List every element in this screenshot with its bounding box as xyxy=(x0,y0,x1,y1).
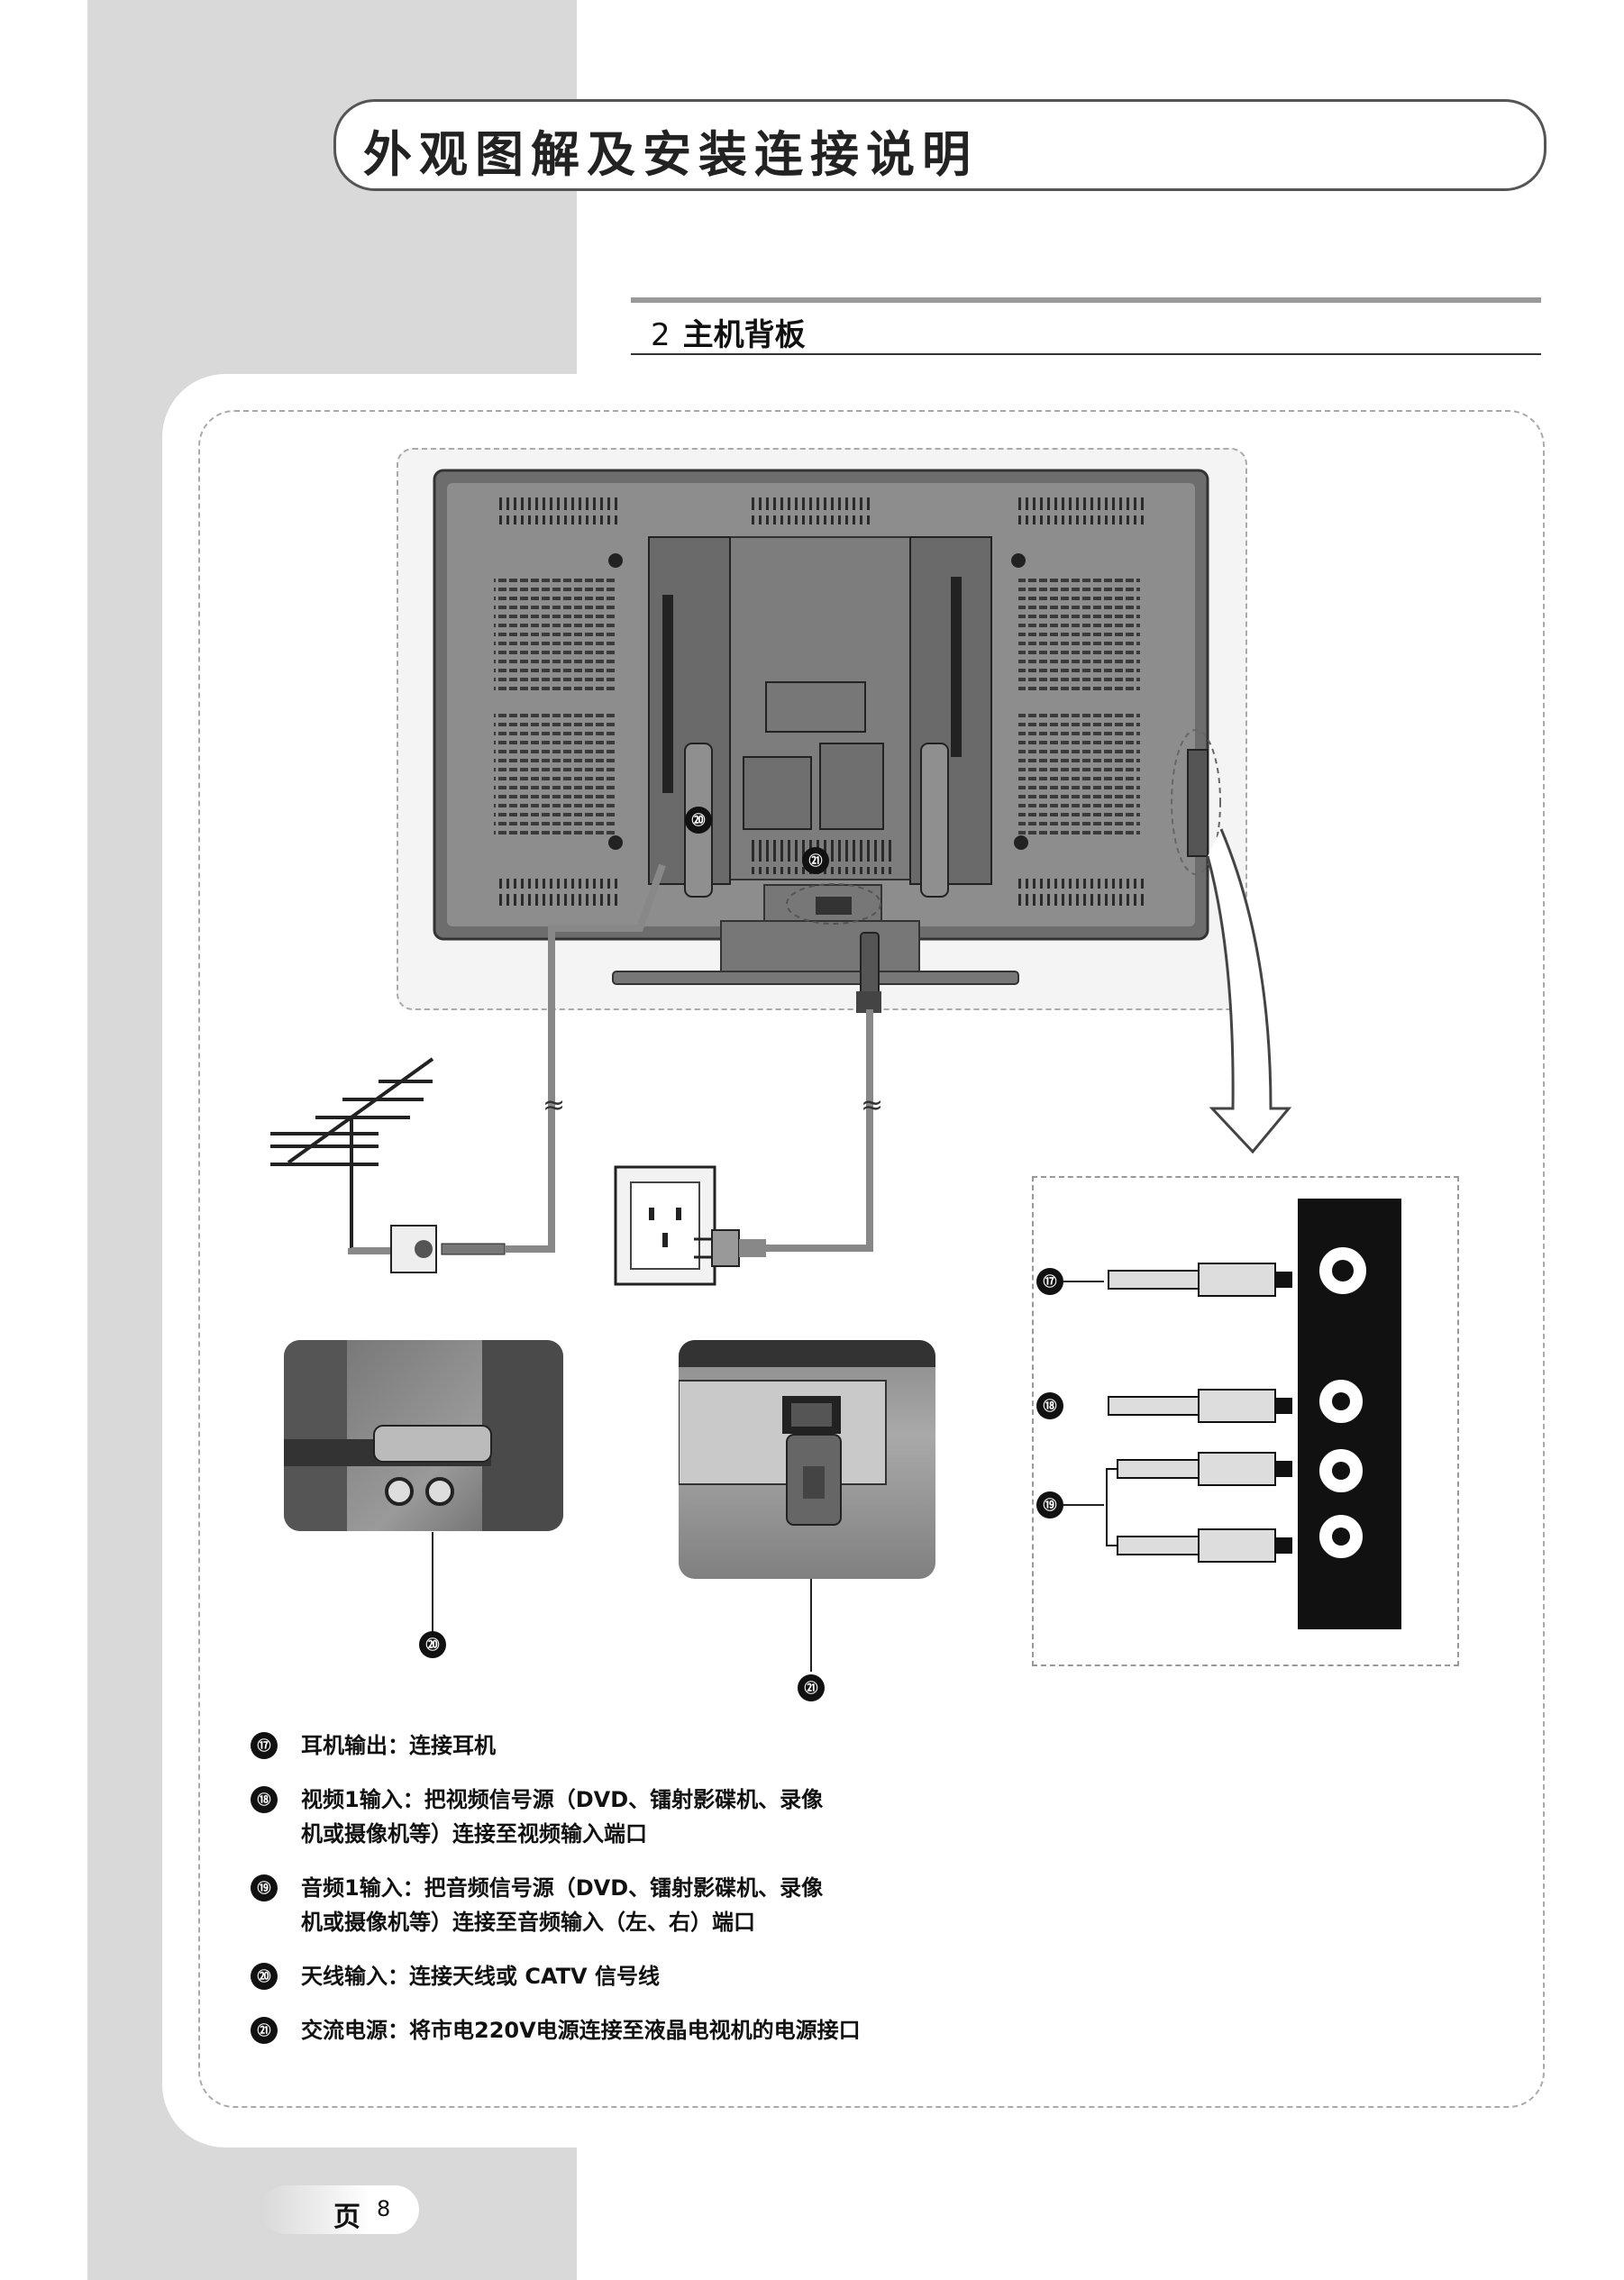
antenna-icon xyxy=(270,1057,434,1248)
item-number: ⑱ xyxy=(251,1786,278,1813)
list-item: ⑰ 耳机输出：连接耳机 xyxy=(251,1728,972,1763)
tv-body xyxy=(433,469,1221,1013)
section-rule-top xyxy=(631,297,1541,303)
side-panel-arrow xyxy=(1206,828,1292,1154)
side-jack-panel xyxy=(1298,1199,1401,1629)
side-panel-dashed-frame xyxy=(1032,1176,1459,1666)
content-dashed-frame xyxy=(198,410,1545,2108)
item-number: ⑳ xyxy=(251,1963,278,1990)
callout-20-tv: ⑳ xyxy=(685,807,712,834)
connection-description-list: ⑰ 耳机输出：连接耳机 ⑱ 视频1输入：把视频信号源（DVD、镭射影碟机、录像 … xyxy=(251,1728,972,2067)
item-text: 交流电源：将市电220V电源连接至液晶电视机的电源接口 xyxy=(301,2018,861,2043)
title-bar: 外观图解及安装连接说明 xyxy=(333,99,1546,191)
section-rule-bottom xyxy=(631,353,1541,355)
callout-21-photo: ㉑ xyxy=(798,1674,825,1701)
item-number: ㉑ xyxy=(251,2017,278,2044)
callout-20-photo: ⑳ xyxy=(419,1631,446,1658)
list-item: ⑲ 音频1输入：把音频信号源（DVD、镭射影碟机、录像 机或摄像机等）连接至音频… xyxy=(251,1871,972,1939)
item-text: 音频1输入：把音频信号源（DVD、镭射影碟机、录像 机或摄像机等）连接至音频输入… xyxy=(301,1875,824,1935)
page-number: 8 xyxy=(377,2196,391,2221)
list-item: ⑱ 视频1输入：把视频信号源（DVD、镭射影碟机、录像 机或摄像机等）连接至视频… xyxy=(251,1783,972,1851)
page-label: 页 xyxy=(333,2202,360,2233)
item-number: ⑲ xyxy=(251,1874,278,1902)
power-cable xyxy=(766,1009,873,1252)
item-text: 天线输入：连接天线或 CATV 信号线 xyxy=(301,1964,660,1989)
ac-inlet-photo xyxy=(679,1340,935,1579)
list-item: ⑳ 天线输入：连接天线或 CATV 信号线 xyxy=(251,1959,972,1993)
section-title: 主机背板 xyxy=(682,317,806,353)
power-plug-icon xyxy=(694,1229,766,1267)
page-footer: 页 8 xyxy=(261,2185,419,2234)
power-outlet-icon xyxy=(614,1165,716,1286)
callout-17-panel: ⑰ xyxy=(1036,1268,1063,1295)
rca-cables xyxy=(1106,1263,1292,1563)
section-number: 2 xyxy=(651,317,671,353)
item-number: ⑰ xyxy=(251,1732,278,1759)
callout-19-panel: ⑲ xyxy=(1036,1491,1063,1518)
item-text: 耳机输出：连接耳机 xyxy=(301,1733,496,1758)
callout-21-tv: ㉑ xyxy=(802,847,829,874)
svg-text:≈: ≈ xyxy=(543,1090,565,1121)
page-title: 外观图解及安装连接说明 xyxy=(363,125,978,183)
section-heading: 2 主机背板 xyxy=(651,310,806,354)
antenna-connector-photo xyxy=(284,1340,563,1531)
svg-text:≈: ≈ xyxy=(861,1090,883,1121)
list-item: ㉑ 交流电源：将市电220V电源连接至液晶电视机的电源接口 xyxy=(251,2013,972,2047)
item-text: 视频1输入：把视频信号源（DVD、镭射影碟机、录像 机或摄像机等）连接至视频输入… xyxy=(301,1787,824,1847)
callout-18-panel: ⑱ xyxy=(1036,1392,1063,1419)
